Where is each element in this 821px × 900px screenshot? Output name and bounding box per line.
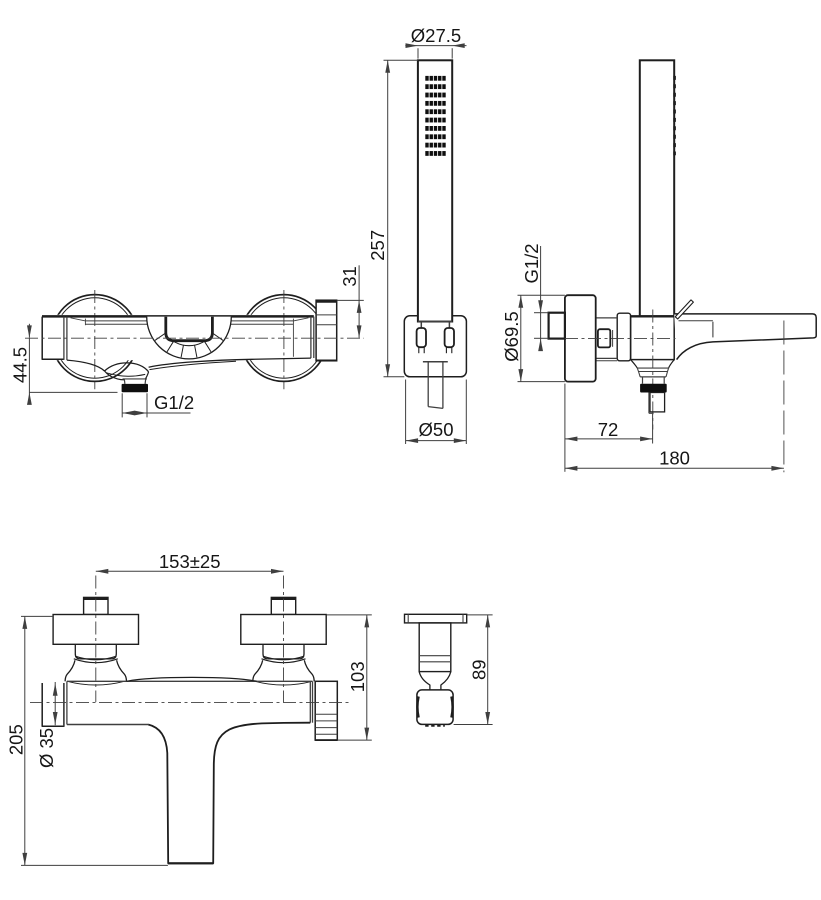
svg-text:153±25: 153±25 — [159, 551, 221, 572]
svg-text:G1/2: G1/2 — [521, 243, 542, 283]
svg-text:31: 31 — [339, 266, 360, 287]
svg-text:44.5: 44.5 — [10, 347, 31, 383]
svg-text:103: 103 — [347, 661, 368, 692]
svg-text:72: 72 — [598, 419, 619, 440]
svg-text:89: 89 — [469, 659, 490, 680]
svg-text:Ø 35: Ø 35 — [36, 728, 57, 768]
svg-text:G1/2: G1/2 — [154, 392, 194, 413]
svg-text:Ø50: Ø50 — [419, 419, 454, 440]
svg-text:180: 180 — [659, 448, 690, 469]
svg-text:205: 205 — [5, 724, 26, 755]
svg-text:Ø27.5: Ø27.5 — [411, 25, 461, 46]
svg-text:257: 257 — [367, 230, 388, 261]
svg-text:Ø69.5: Ø69.5 — [501, 311, 522, 361]
